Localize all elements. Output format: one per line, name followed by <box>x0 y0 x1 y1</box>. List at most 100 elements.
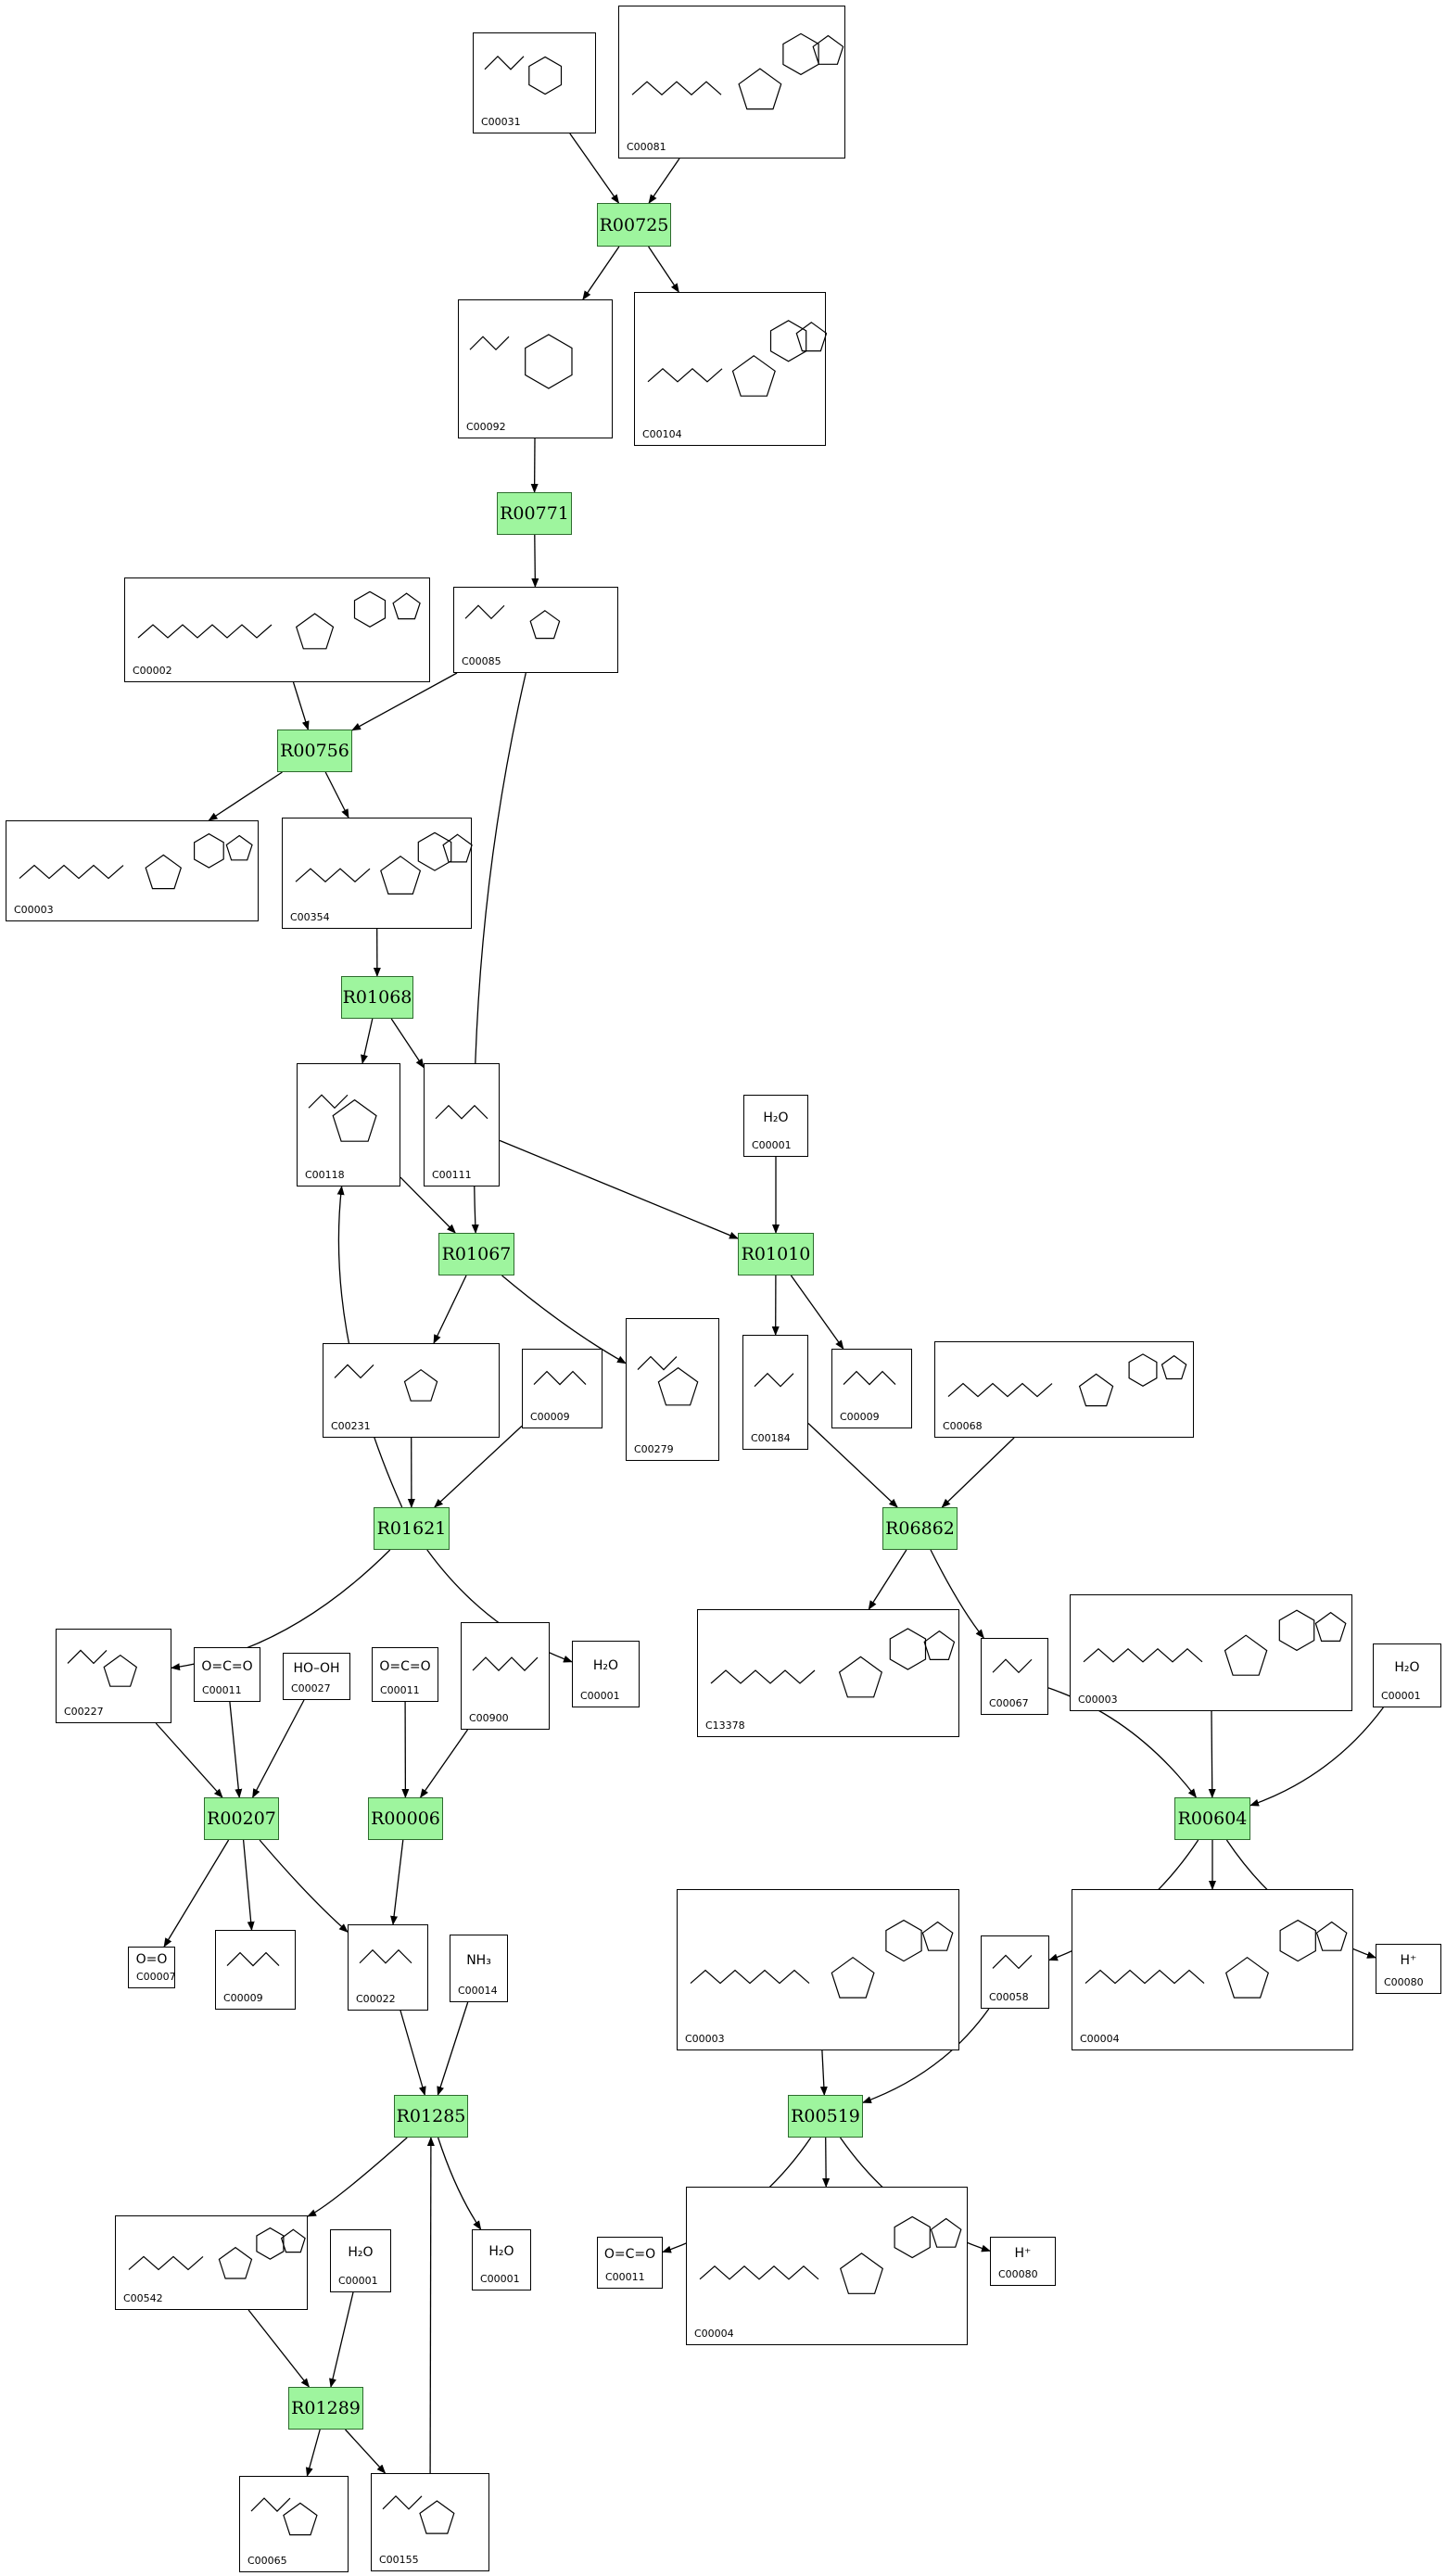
compound-box-c00009c[interactable]: C00009 <box>215 1930 296 2010</box>
compound-formula: O=O <box>135 1951 168 1967</box>
compound-id-label: C00004 <box>1080 2033 1120 2045</box>
reaction-node-r01621[interactable]: R01621 <box>374 1507 450 1550</box>
compound-id-label: C00080 <box>998 2268 1038 2280</box>
reaction-node-r00006[interactable]: R00006 <box>368 1797 443 1840</box>
compound-id-label: C00027 <box>291 1682 331 1694</box>
compound-id-label: C00068 <box>943 1420 983 1432</box>
compound-box-c00900[interactable]: C00900 <box>461 1622 550 1730</box>
compound-id-label: C00002 <box>133 665 172 677</box>
compound-formula: O=C=O <box>603 2247 656 2262</box>
edge-r01289-to-c00155 <box>345 2429 387 2474</box>
compound-box-c00231[interactable]: C00231 <box>323 1343 500 1438</box>
compound-id-label: C00003 <box>685 2033 725 2045</box>
compound-box-c00068[interactable]: C00068 <box>934 1341 1194 1438</box>
edge-c00011a-to-r00207 <box>229 1701 243 1798</box>
compound-box-c00085[interactable]: C00085 <box>453 587 618 673</box>
compound-box-c00058[interactable]: C00058 <box>981 1935 1049 2009</box>
reaction-node-r01067[interactable]: R01067 <box>438 1233 514 1275</box>
edge-r00725-to-c00104 <box>648 246 679 293</box>
compound-box-c00022[interactable]: C00022 <box>348 1924 428 2011</box>
edge-c00155-to-r01285 <box>426 2137 435 2474</box>
compound-box-c00104[interactable]: C00104 <box>634 292 827 446</box>
structure-drawing <box>359 1948 412 1964</box>
compound-box-c00004b[interactable]: C00004 <box>686 2187 968 2345</box>
edge-c00081-to-r00725 <box>648 158 680 204</box>
compound-box-c00031[interactable]: C00031 <box>473 32 596 133</box>
compound-box-c00155[interactable]: C00155 <box>371 2473 489 2571</box>
edge-r00207-to-c00007 <box>163 1839 230 1948</box>
compound-id-label: C00065 <box>247 2555 287 2567</box>
compound-id-label: C00085 <box>462 655 501 667</box>
compound-box-c00004a[interactable]: C00004 <box>1072 1889 1353 2050</box>
edge-r01067-to-c00231 <box>433 1275 467 1344</box>
structure-drawing <box>631 32 844 110</box>
reaction-node-r01285[interactable]: R01285 <box>394 2095 468 2138</box>
compound-box-c00080a[interactable]: H⁺C00080 <box>1376 1944 1441 1994</box>
reaction-node-r00756[interactable]: R00756 <box>277 730 352 772</box>
reaction-node-r01010[interactable]: R01010 <box>738 1233 814 1275</box>
structure-drawing <box>843 1370 896 1386</box>
structure-drawing <box>226 1951 280 1967</box>
structure-drawing <box>992 1658 1033 1674</box>
compound-box-c13378[interactable]: C13378 <box>697 1609 959 1737</box>
structure-drawing <box>334 1364 438 1402</box>
compound-id-label: C00231 <box>331 1420 371 1432</box>
edge-r00771-to-c00085 <box>531 534 539 588</box>
compound-id-label: C00031 <box>481 116 521 128</box>
edge-r06862-to-c00067a <box>930 1549 984 1639</box>
compound-id-label: C00354 <box>290 911 330 923</box>
structure-drawing <box>472 1656 539 1671</box>
compound-box-c00354[interactable]: C00354 <box>282 818 473 929</box>
edge-c00009a-to-r01621 <box>434 1425 523 1508</box>
compound-id-label: C00007 <box>136 1971 176 1983</box>
edge-r00207-to-c00009c <box>242 1839 255 1931</box>
reaction-node-r06862[interactable]: R06862 <box>882 1507 958 1550</box>
reaction-node-r00519[interactable]: R00519 <box>788 2095 863 2138</box>
compound-box-c00003b[interactable]: C00003 <box>1070 1594 1352 1711</box>
compound-box-c00227[interactable]: C00227 <box>56 1629 171 1723</box>
reaction-node-r01289[interactable]: R01289 <box>288 2387 363 2430</box>
edge-c00067a-to-r00604 <box>1047 1687 1198 1798</box>
compound-id-label: C00022 <box>356 1993 396 2005</box>
compound-box-c00003a[interactable]: C00003 <box>6 820 259 921</box>
compound-box-c00009a[interactable]: C00009 <box>522 1349 602 1428</box>
compound-box-c00279[interactable]: C00279 <box>626 1318 719 1461</box>
compound-box-c00118[interactable]: C00118 <box>297 1063 400 1186</box>
structure-drawing <box>308 1094 377 1142</box>
compound-box-c00007[interactable]: O=O C00007 <box>128 1947 176 1988</box>
structure-drawing <box>947 1353 1187 1407</box>
compound-box-c00009b[interactable]: C00009 <box>831 1349 912 1428</box>
edge-r00725-to-c00092 <box>582 246 620 300</box>
edge-c00001d-to-r01289 <box>329 2291 354 2388</box>
compound-box-c00067a[interactable]: C00067 <box>981 1638 1048 1715</box>
compound-box-c00065[interactable]: C00065 <box>239 2476 349 2572</box>
reaction-node-r00771[interactable]: R00771 <box>497 492 572 535</box>
compound-id-label: C00279 <box>634 1443 674 1455</box>
reaction-node-r00725[interactable]: R00725 <box>597 203 671 247</box>
compound-formula: NH₃ <box>466 1952 491 1968</box>
edge-c00022-to-r01285 <box>400 2010 426 2096</box>
compound-box-c00003c[interactable]: C00003 <box>677 1889 959 2050</box>
compound-box-c00542[interactable]: C00542 <box>115 2215 308 2310</box>
reaction-node-r00604[interactable]: R00604 <box>1174 1797 1250 1840</box>
compound-id-label: C13378 <box>705 1719 745 1732</box>
compound-box-c00111[interactable]: C00111 <box>424 1063 500 1186</box>
compound-box-c00092[interactable]: C00092 <box>458 299 613 438</box>
compound-box-c00002[interactable]: C00002 <box>124 577 430 682</box>
compound-box-c00081[interactable]: C00081 <box>618 6 845 159</box>
compound-box-c00184[interactable]: C00184 <box>742 1335 808 1450</box>
compound-box-c00080b[interactable]: H⁺C00080 <box>990 2237 1056 2286</box>
reaction-node-r01068[interactable]: R01068 <box>341 976 413 1019</box>
compound-formula: H₂O <box>1394 1659 1420 1675</box>
reaction-node-r00207[interactable]: R00207 <box>204 1797 279 1840</box>
